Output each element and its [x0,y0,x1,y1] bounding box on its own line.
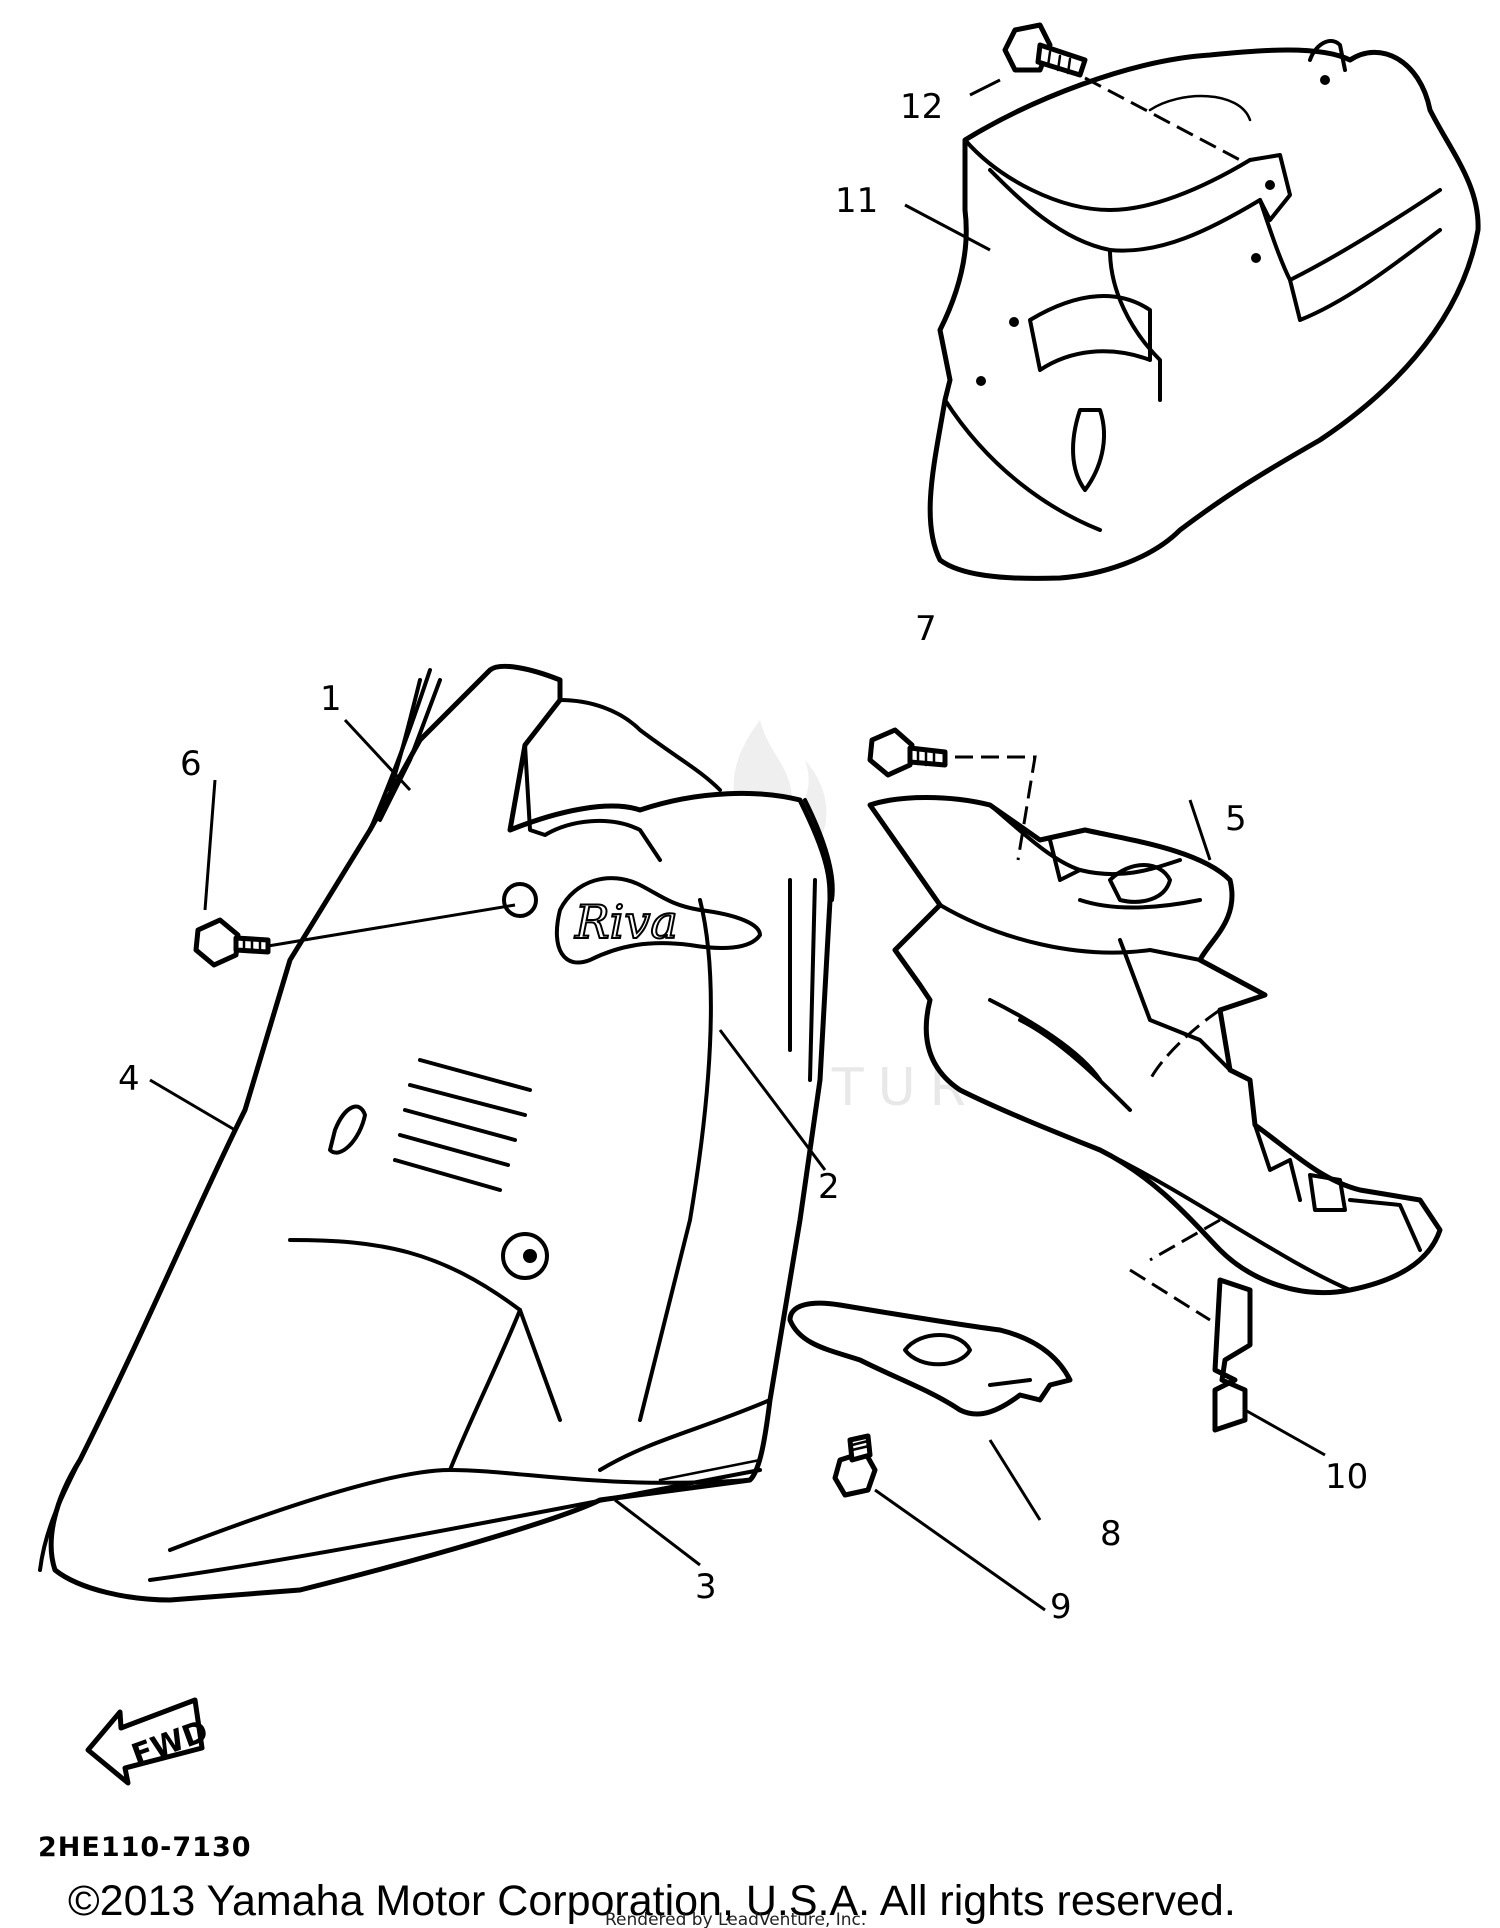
part-7-bolt [867,727,1037,861]
callout-6: 6 [180,744,202,784]
callout-11: 11 [835,181,878,221]
callout-5: 5 [1225,799,1247,839]
callout-1: 1 [320,679,342,719]
callout-12: 12 [900,87,943,127]
part-11-rear-fender [927,39,1481,581]
diagram-code: 2HE110-7130 [38,1832,252,1863]
callouts: 1 2 3 4 5 6 7 8 9 10 11 12 [118,87,1368,1627]
emblem-script-text: Riva [574,895,678,949]
copyright-notice: ©2013 Yamaha Motor Corporation, U.S.A. A… [68,1877,1236,1925]
part-8-bracket [787,1300,1073,1417]
part-1-leg-shield: Riva [38,663,835,1603]
part-5-inner-panel [867,795,1443,1296]
part-9-screw [832,1433,878,1498]
callout-7: 7 [915,609,937,649]
callout-8: 8 [1100,1514,1122,1554]
callout-3: 3 [695,1567,717,1607]
callout-2: 2 [818,1167,840,1207]
leader-lines [149,78,1326,1612]
callout-4: 4 [118,1059,140,1099]
part-10-clip [1129,1268,1253,1433]
part-2-emblem: Riva [554,876,762,965]
callout-9: 9 [1050,1587,1072,1627]
part-12-screw [1002,22,1088,78]
callout-10: 10 [1325,1457,1368,1497]
part-6-bolt [193,903,516,968]
rendered-by-notice: Rendered by LeadVenture, Inc. [605,1910,866,1928]
fwd-arrow-icon: FWD [85,1697,213,1786]
